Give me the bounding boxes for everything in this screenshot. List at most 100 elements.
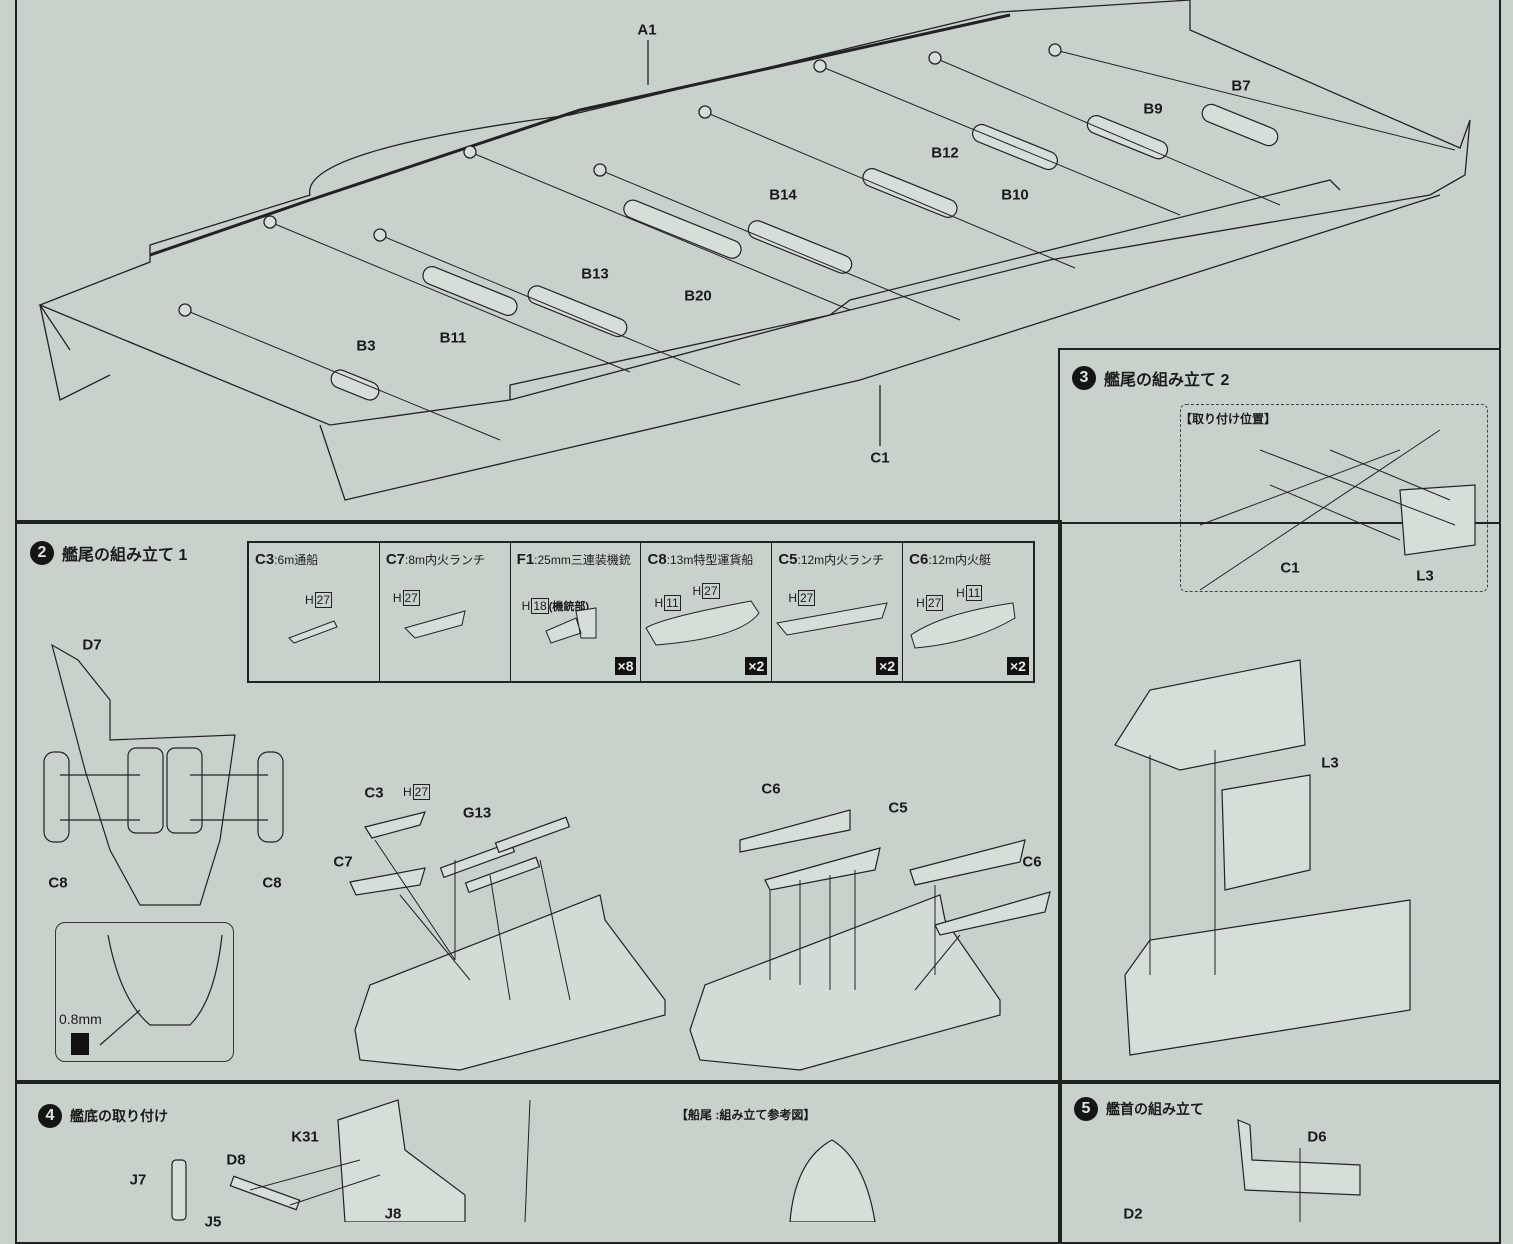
part-label-g13: G13 [462, 804, 492, 822]
part-label-c5: C5 [888, 799, 908, 817]
step-title-text: 艦底の取り付け [70, 1108, 168, 1124]
step-title-text: 艦尾の組み立て 2 [1104, 372, 1230, 389]
part-id: C7 [385, 551, 406, 568]
boat-c5-icon [776, 602, 889, 636]
step-title-text: 艦尾の組み立て 1 [62, 547, 188, 564]
part-id: C6 [909, 551, 929, 568]
h-prefix: H [654, 596, 664, 610]
step5-title: 5 艦首の組み立て [1074, 1097, 1204, 1121]
step-number: 3 [1072, 366, 1096, 390]
inset-title: 【取り付け位置】 [1180, 412, 1277, 426]
boat-c7-icon [403, 610, 466, 639]
boat-c8-icon [645, 600, 761, 646]
paint-code: 27 [412, 784, 431, 800]
part-desc: :8m内火ランチ [405, 553, 486, 567]
reference-title: 【船尾 :組み立て参考図】 [676, 1108, 816, 1122]
part-label-d7: D7 [82, 636, 102, 654]
part-label-b10: B10 [1001, 186, 1029, 204]
h-prefix: H [521, 599, 531, 613]
part-label-l3-inset: L3 [1416, 567, 1434, 585]
boat-c6-icon [910, 602, 1016, 649]
part-id: C3 [255, 551, 275, 568]
part-label-j7: J7 [129, 1171, 147, 1189]
paint-code: 18 [531, 598, 549, 614]
part-desc: :12m内火艇 [928, 553, 992, 567]
step2-panel [15, 520, 1062, 1084]
paint-code: 27 [402, 590, 420, 606]
part-label-c1: C1 [870, 449, 890, 467]
part-label-j5: J5 [204, 1213, 222, 1231]
part-id: C5 [778, 551, 798, 568]
part-label-d2: D2 [1123, 1205, 1143, 1223]
part-label-a1: A1 [637, 21, 657, 39]
part-label-d6: D6 [1307, 1128, 1327, 1146]
quantity-badge: ×2 [1007, 657, 1029, 675]
paint-code: 27 [797, 590, 816, 606]
h-prefix: H [916, 596, 925, 610]
part-label-d8: D8 [226, 1151, 246, 1169]
part-label-c7: C7 [333, 853, 353, 871]
paint-code: 27 [314, 592, 333, 608]
h-prefix: H [403, 785, 412, 799]
part-label-b3: B3 [356, 337, 376, 355]
h-prefix: H [392, 591, 402, 605]
part-label-k31: K31 [291, 1128, 319, 1146]
part-label-c1: C1 [1280, 559, 1300, 577]
h-prefix: H [692, 584, 702, 598]
part-label-b9: B9 [1143, 100, 1163, 118]
drill-detail-inset [55, 922, 234, 1062]
step-number: 2 [30, 541, 54, 565]
part-label-b12: B12 [931, 144, 959, 162]
drill-size-label: 0.8mm [59, 1011, 102, 1027]
h-prefix: H [305, 593, 314, 607]
part-desc: :6m通船 [274, 553, 319, 567]
h-prefix: H [956, 586, 965, 600]
part-label-c8-left: C8 [48, 874, 68, 892]
part-id: C8 [647, 551, 667, 568]
machine-gun-f1-icon [545, 607, 597, 644]
quantity-badge: ×8 [614, 657, 637, 675]
part-label-c6-right: C6 [1022, 853, 1042, 871]
paint-code: 27 [702, 583, 720, 599]
step1-panel [15, 0, 1501, 524]
part-label-l3: L3 [1321, 754, 1339, 772]
drill-icon [71, 1033, 89, 1055]
mounting-position-inset [1180, 404, 1488, 592]
part-id: F1 [516, 551, 535, 568]
h-prefix: H [788, 591, 797, 605]
paint-code: 11 [965, 585, 983, 601]
part-label-j8: J8 [384, 1205, 402, 1223]
quantity-badge: ×2 [876, 657, 899, 675]
paint-code: 11 [664, 595, 681, 611]
part-label-c8-right: C8 [262, 874, 282, 892]
step-number: 5 [1074, 1097, 1098, 1121]
part-label-b11: B11 [439, 329, 467, 347]
boat-c3-icon [288, 620, 338, 644]
paint-note: (機銃部) [548, 601, 590, 613]
step4-title: 4 艦底の取り付け [38, 1104, 168, 1128]
step3-panel [1058, 348, 1501, 1084]
part-label-c3: C3 [364, 784, 384, 802]
paint-code: 27 [925, 595, 944, 611]
part-label-c6-top: C6 [761, 780, 781, 798]
step-title-text: 艦首の組み立て [1106, 1101, 1204, 1117]
part-desc: :12m内火ランチ [797, 553, 885, 567]
quantity-badge: ×2 [745, 657, 768, 675]
part-desc: :25mm三連装機銃 [534, 553, 631, 567]
step3-title: 3 艦尾の組み立て 2 [1072, 366, 1229, 390]
part-label-b20: B20 [684, 287, 712, 305]
step-number: 4 [38, 1104, 62, 1128]
part-label-b7: B7 [1231, 77, 1251, 95]
part-desc: :13m特型運貨船 [666, 553, 754, 567]
part-label-b13: B13 [581, 265, 609, 283]
part-label-b14: B14 [769, 186, 797, 204]
